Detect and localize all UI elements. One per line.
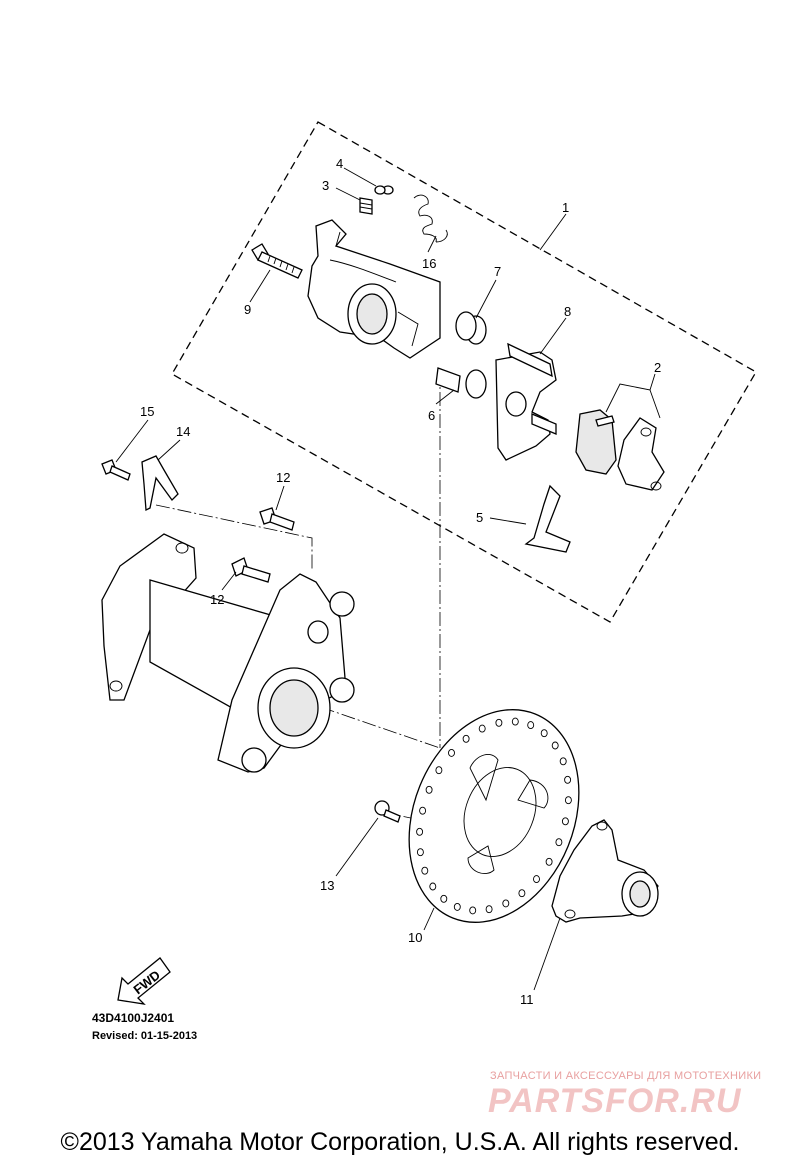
watermark-logo: PARTSFOR.RU bbox=[488, 1082, 742, 1120]
callout-14: 14 bbox=[176, 424, 190, 439]
disc-vent-hole bbox=[559, 757, 567, 766]
disc-vent-hole bbox=[555, 838, 563, 847]
callout-10: 10 bbox=[408, 930, 422, 945]
disc-vent-hole bbox=[419, 806, 427, 815]
callout-9: 9 bbox=[244, 302, 251, 317]
hose-clamp-part bbox=[141, 455, 179, 512]
leader-line bbox=[115, 419, 149, 463]
disc-vent-hole bbox=[469, 906, 477, 915]
leader-line bbox=[533, 917, 561, 991]
callout-3: 3 bbox=[322, 178, 329, 193]
boot-part bbox=[455, 311, 487, 345]
caliper-pin-part bbox=[435, 367, 487, 399]
clamp-screw-part bbox=[101, 459, 131, 481]
bleed-screw-cap-part bbox=[374, 185, 394, 195]
callout-2: 2 bbox=[654, 360, 661, 375]
watermark-tagline: ЗАПЧАСТИ И АКСЕССУАРЫ ДЛЯ МОТОТЕХНИКИ bbox=[490, 1070, 762, 1082]
revision-date: Revised: 01-15-2013 bbox=[92, 1030, 198, 1042]
callout-13: 13 bbox=[320, 878, 334, 893]
callout-1: 1 bbox=[562, 200, 569, 215]
disc-vent-hole bbox=[551, 741, 559, 750]
leader-line bbox=[423, 907, 435, 931]
leader-line bbox=[335, 187, 361, 201]
callout-16: 16 bbox=[422, 256, 436, 271]
leader-line bbox=[605, 373, 661, 419]
leader-line bbox=[343, 167, 377, 187]
disc-vent-hole bbox=[435, 766, 443, 775]
axle-housing-part bbox=[101, 533, 355, 773]
callout-12: 12 bbox=[276, 470, 290, 485]
disc-bolt-part bbox=[374, 800, 401, 823]
leader-line bbox=[435, 389, 455, 405]
disc-vent-hole bbox=[440, 894, 448, 903]
disc-vent-hole bbox=[429, 882, 437, 891]
disc-vent-hole bbox=[495, 718, 503, 727]
disc-vent-hole bbox=[416, 827, 424, 836]
disc-vent-hole bbox=[518, 889, 526, 898]
leader-line bbox=[475, 279, 497, 319]
disc-vent-hole bbox=[511, 717, 519, 726]
bracket-bolt-part bbox=[231, 557, 271, 583]
disc-vent-hole bbox=[478, 724, 486, 733]
disc-vent-hole bbox=[540, 729, 548, 738]
disc-vent-hole bbox=[502, 899, 510, 908]
caliper-assembly-boundary bbox=[171, 121, 757, 623]
callout-4: 4 bbox=[336, 156, 343, 171]
callout-12: 12 bbox=[210, 592, 224, 607]
leader-line bbox=[539, 213, 567, 251]
bracket-bolt-part bbox=[259, 507, 295, 531]
drawing-code: 43D4100J2401 bbox=[92, 1011, 175, 1025]
spring-part bbox=[413, 194, 448, 243]
caliper-bracket-part bbox=[495, 342, 557, 461]
disc-vent-hole bbox=[421, 866, 429, 875]
disc-vent-hole bbox=[448, 748, 455, 757]
leader-line bbox=[249, 269, 271, 303]
leader-line bbox=[335, 817, 379, 877]
disc-vent-hole bbox=[453, 902, 461, 911]
callout-15: 15 bbox=[140, 404, 154, 419]
disc-vent-hole bbox=[564, 775, 572, 784]
leader-line bbox=[157, 439, 181, 461]
disc-vent-hole bbox=[485, 905, 493, 914]
leader-line bbox=[489, 517, 527, 525]
disc-vent-hole bbox=[462, 734, 470, 743]
disc-vent-hole bbox=[533, 875, 540, 884]
disc-vent-hole bbox=[416, 848, 424, 857]
center-line bbox=[155, 504, 313, 570]
callout-11: 11 bbox=[520, 992, 534, 1007]
callout-5: 5 bbox=[476, 510, 483, 525]
disc-vent-holes bbox=[416, 717, 572, 915]
wheel-hub-part bbox=[551, 819, 659, 923]
disc-vent-hole bbox=[564, 796, 572, 805]
leader-line bbox=[539, 317, 567, 355]
bleed-screw-part bbox=[359, 197, 373, 215]
disc-vent-hole bbox=[545, 857, 553, 866]
callout-6: 6 bbox=[428, 408, 435, 423]
copyright-notice: ©2013 Yamaha Motor Corporation, U.S.A. A… bbox=[60, 1128, 740, 1156]
leader-line bbox=[275, 485, 285, 511]
disc-vent-hole bbox=[527, 721, 535, 730]
disc-vent-hole bbox=[561, 817, 569, 826]
caliper-bolt-part bbox=[251, 243, 303, 279]
pad-spring-part bbox=[524, 484, 571, 553]
caliper-body-part bbox=[307, 219, 441, 359]
fwd-direction-arrow: FWD bbox=[117, 957, 171, 1005]
callout-7: 7 bbox=[494, 264, 501, 279]
disc-vent-hole bbox=[425, 785, 433, 794]
leader-line bbox=[221, 571, 237, 591]
brake-pads-part bbox=[575, 409, 665, 491]
leader-line bbox=[427, 235, 437, 253]
brake-disc-part bbox=[408, 709, 580, 923]
callout-8: 8 bbox=[564, 304, 571, 319]
